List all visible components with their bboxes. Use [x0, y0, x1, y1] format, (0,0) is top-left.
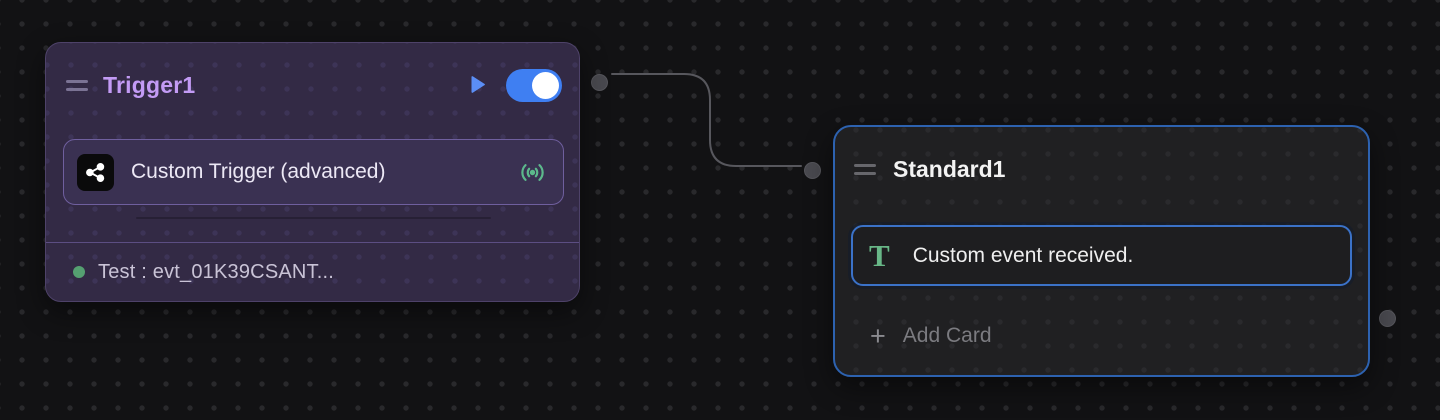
trigger-node-title: Trigger1 [103, 71, 196, 98]
trigger-card-label: Custom Trigger (advanced) [131, 160, 386, 183]
status-text: Test : evt_01K39CSANT... [98, 260, 335, 283]
standard-card[interactable]: T Custom event received. [851, 225, 1352, 286]
trigger-node[interactable]: Trigger1 Custom Tr [45, 42, 580, 302]
standard-node-title: Standard1 [893, 155, 1006, 182]
trigger-output-port[interactable] [591, 74, 608, 91]
drag-handle-icon[interactable] [66, 79, 88, 91]
broadcast-icon [519, 159, 546, 186]
standard-node[interactable]: Standard1 T Custom event received. + Add… [833, 125, 1370, 377]
enabled-toggle[interactable] [506, 68, 562, 102]
collapse-divider [136, 217, 491, 219]
plus-icon: + [870, 320, 886, 351]
trigger-node-header: Trigger1 [66, 63, 562, 107]
trigger-status-bar[interactable]: Test : evt_01K39CSANT... [46, 242, 579, 301]
text-card-icon: T [869, 238, 890, 273]
standard-output-port[interactable] [1379, 310, 1396, 327]
standard-node-header: Standard1 [854, 154, 1005, 184]
trigger-card[interactable]: Custom Trigger (advanced) [63, 139, 564, 205]
standard-input-port[interactable] [804, 162, 821, 179]
toggle-knob [532, 71, 559, 99]
share-icon [77, 153, 114, 191]
add-card-label: Add Card [902, 324, 992, 347]
play-icon[interactable] [469, 74, 487, 96]
status-dot [73, 266, 85, 278]
add-card-button[interactable]: + Add Card [870, 320, 992, 352]
drag-handle-icon[interactable] [854, 163, 876, 175]
standard-card-label: Custom event received. [912, 243, 1134, 267]
